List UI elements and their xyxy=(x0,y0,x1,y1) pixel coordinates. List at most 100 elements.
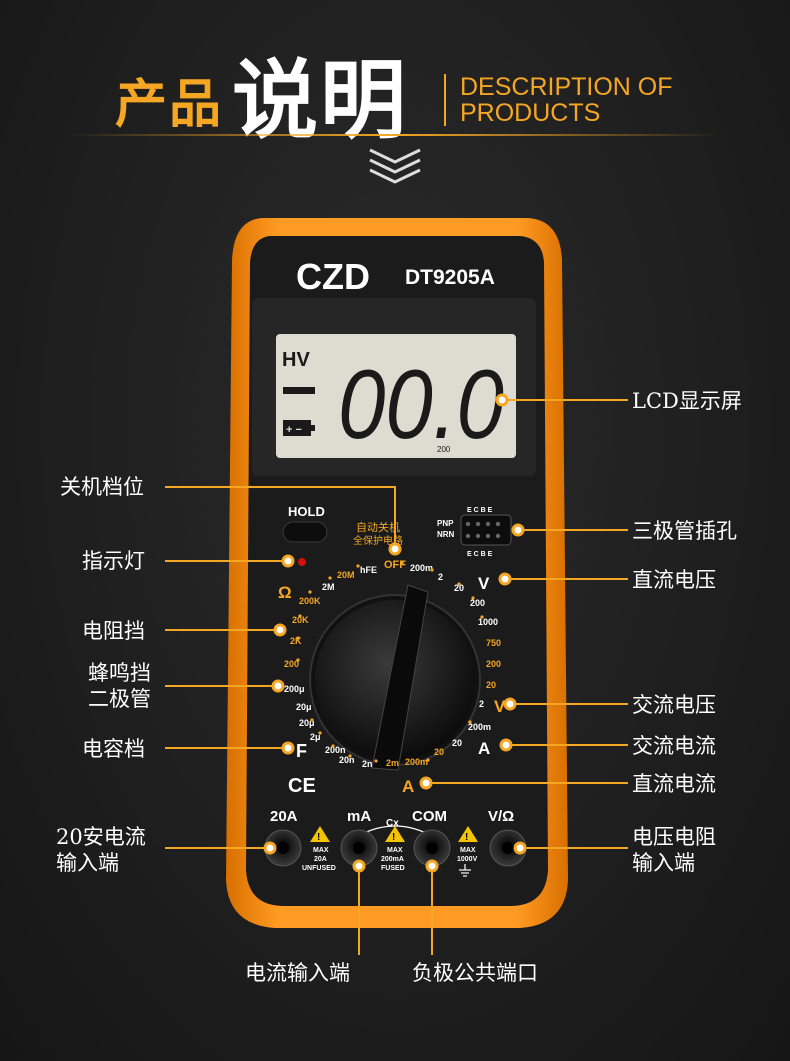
brand-label: CZD xyxy=(296,256,370,297)
svg-text:+ −: + − xyxy=(286,424,302,436)
battery-icon: + − xyxy=(283,420,315,436)
title-part1: 产品 xyxy=(115,75,224,135)
lcd-range: 200 xyxy=(437,445,451,454)
model-label: DT9205A xyxy=(405,266,495,289)
transistor-socket[interactable] xyxy=(460,514,512,546)
port-label-20a: 20A xyxy=(270,808,298,825)
warn-20a-line1: MAX xyxy=(313,847,329,854)
cx-label: Cx xyxy=(386,818,399,829)
callout-indicator: 指示灯 xyxy=(82,549,145,573)
hold-button[interactable] xyxy=(282,521,328,543)
callout-resistance: 电阻挡 xyxy=(82,619,145,643)
ce-mark: CE xyxy=(288,775,316,797)
callout-current-input: 电流输入端 xyxy=(245,961,350,985)
warn-vohm-line2: 1000V xyxy=(457,856,478,863)
dial-label: 200 xyxy=(486,659,501,669)
dial-label: 200n xyxy=(325,745,346,755)
dial-label: 200μ xyxy=(284,684,305,694)
callout-vohm-line2: 输入端 xyxy=(632,851,695,875)
callout-20a-line1: 20安电流 xyxy=(56,825,146,849)
dca-symbol: A xyxy=(402,777,414,796)
cap-symbol: F xyxy=(296,741,307,761)
callout-dca: 直流电流 xyxy=(632,772,716,796)
warn-ma-line1: MAX xyxy=(387,847,403,854)
warn-20a-line2: 20A xyxy=(314,856,327,863)
dial-label: 20 xyxy=(452,738,462,748)
dial-label: 20 xyxy=(434,747,444,757)
dial-label: 20μ xyxy=(296,702,312,712)
lcd-screen xyxy=(276,334,516,458)
callout-lcd: LCD显示屏 xyxy=(632,389,742,413)
warning-icon: ! xyxy=(310,826,330,843)
callout-vohm-input: 电压电阻 输入端 xyxy=(632,824,716,876)
warn-20a-line3: UNFUSED xyxy=(302,865,336,872)
dial-label: 20μ xyxy=(299,718,315,728)
nrn-label: NRN xyxy=(437,530,455,539)
callout-vohm-line1: 电压电阻 xyxy=(632,825,716,849)
acv-symbol: V xyxy=(494,697,506,716)
port-label-com: COM xyxy=(412,808,447,825)
dial-label: hFE xyxy=(360,565,377,575)
dial-label: 2 xyxy=(479,699,484,709)
header-divider xyxy=(70,134,720,136)
dial-label: 2 xyxy=(438,572,443,582)
callout-transistor: 三极管插孔 xyxy=(632,519,737,543)
dial-label: 200m xyxy=(468,722,491,732)
dial-label: 200m xyxy=(405,757,428,767)
ecbe-top: E C B E xyxy=(467,507,493,514)
callout-acv: 交流电压 xyxy=(632,693,716,717)
dial-label: 200K xyxy=(299,596,321,606)
warn-ma-line2: 200mA xyxy=(381,856,404,863)
callout-lines xyxy=(165,399,628,955)
callout-off: 关机档位 xyxy=(60,475,144,499)
ecbe-bottom: E C B E xyxy=(467,551,493,558)
auto-off-line1: 自动关机 xyxy=(356,520,400,534)
dial-label: 2μ xyxy=(310,732,321,742)
warning-icon: ! xyxy=(385,826,405,843)
dial-label: 20M xyxy=(337,570,355,580)
lcd-minus xyxy=(283,387,315,394)
callout-buzzer: 蜂鸣挡 二极管 xyxy=(88,660,151,712)
dial-label: 2m xyxy=(386,758,399,768)
warning-icon: ! xyxy=(458,826,478,843)
lcd-reading: 00.0 xyxy=(338,349,504,459)
callout-aca: 交流电流 xyxy=(632,734,716,758)
dial-label: 20 xyxy=(454,583,464,593)
svg-text:!: ! xyxy=(392,832,395,843)
warn-vohm-line1: MAX xyxy=(460,847,476,854)
dial-pointer xyxy=(371,584,429,771)
warn-ma-line3: FUSED xyxy=(381,865,405,872)
pnp-label: PNP xyxy=(437,519,454,528)
dcv-symbol: V xyxy=(478,574,490,593)
callout-20a-input: 20安电流 输入端 xyxy=(56,824,146,876)
chevron-down-icon xyxy=(369,148,421,184)
port-label-vohm: V/Ω xyxy=(488,808,514,825)
dial-label: 200 xyxy=(470,598,485,608)
indicator-led xyxy=(298,558,306,566)
dial-label: 20 xyxy=(486,680,496,690)
dial-label: 200 xyxy=(284,659,299,669)
dial-label: 2M xyxy=(322,582,335,592)
callout-dots xyxy=(263,393,527,873)
aca-symbol: A xyxy=(478,739,490,758)
dial-dots xyxy=(296,561,484,763)
ohm-symbol: Ω xyxy=(278,583,292,602)
dial-label: 20K xyxy=(292,615,309,625)
title-english-line1: DESCRIPTION OF xyxy=(460,73,673,101)
dial-label: 20n xyxy=(339,755,355,765)
title-english-line2: PRODUCTS xyxy=(460,99,601,127)
callout-buzzer-line1: 蜂鸣挡 xyxy=(88,661,151,685)
callout-com: 负极公共端口 xyxy=(412,961,538,985)
auto-off-line2: 全保护电路 xyxy=(353,534,403,547)
svg-text:!: ! xyxy=(317,832,320,843)
callout-capacitance: 电容档 xyxy=(82,737,145,761)
hold-label: HOLD xyxy=(288,504,325,519)
port-label-ma: mA xyxy=(347,808,371,825)
off-label: OFF xyxy=(384,559,406,571)
title-english: DESCRIPTION OF PRODUCTS xyxy=(460,74,673,126)
dial-label: 200m xyxy=(410,563,433,573)
svg-text:!: ! xyxy=(465,832,468,843)
dial-label: 750 xyxy=(486,638,501,648)
ground-icon xyxy=(459,864,471,877)
dial-label: 2K xyxy=(290,636,302,646)
